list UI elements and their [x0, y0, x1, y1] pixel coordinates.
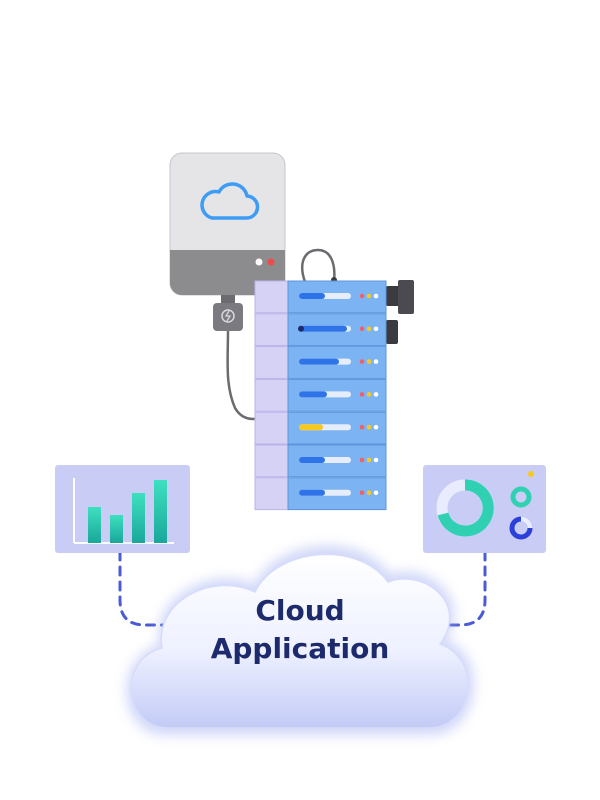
donut-chart-icon [436, 471, 534, 540]
rack-unit [254, 411, 387, 445]
rack-unit [254, 313, 387, 347]
server-rack-icon [254, 280, 387, 511]
connector-left [118, 550, 172, 627]
status-light-white [255, 258, 263, 266]
cloud-application-label: Cloud Application [150, 592, 450, 668]
analytics-panel-right [423, 465, 546, 553]
cloud-label-line2: Application [210, 632, 390, 665]
analytics-panel-left [55, 465, 190, 553]
status-light-red [267, 258, 275, 266]
rack-cable-loop [301, 248, 336, 283]
rack-unit [254, 378, 387, 412]
rack-unit [254, 280, 387, 314]
rack-unit [254, 477, 387, 511]
usb-cable [213, 295, 263, 421]
connector-right [428, 550, 487, 627]
cloud-label-line1: Cloud [255, 594, 345, 627]
bar-chart-icon [73, 478, 174, 544]
usb-plug-icon [213, 303, 243, 331]
rack-unit [254, 346, 387, 379]
cloud-icon [200, 182, 260, 220]
cloud-shape [126, 545, 474, 735]
rack-unit [254, 444, 387, 478]
rack-side-ports [386, 280, 414, 344]
storage-device [169, 152, 286, 296]
